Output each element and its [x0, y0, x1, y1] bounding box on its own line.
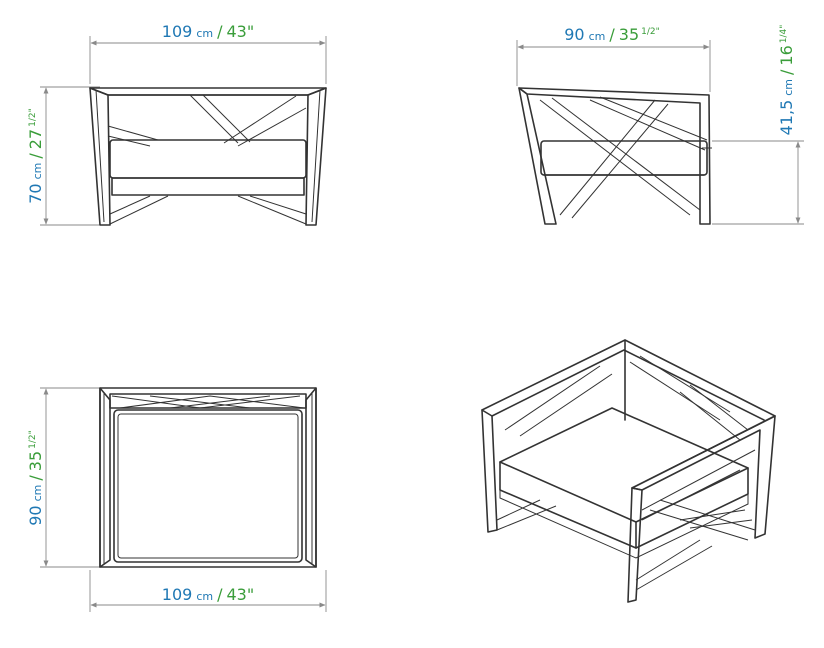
top-depth-label: 90cm/351/2" [26, 430, 45, 526]
front-height-label: 70cm/271/2" [26, 108, 45, 204]
side-height-label: 41,5cm/161/4" [777, 25, 796, 136]
isometric-chair-outline [481, 339, 776, 603]
isometric-view [481, 339, 776, 603]
top-chair-outline [99, 387, 317, 568]
side-chair-outline [518, 87, 712, 225]
front-chair-outline [89, 87, 327, 226]
